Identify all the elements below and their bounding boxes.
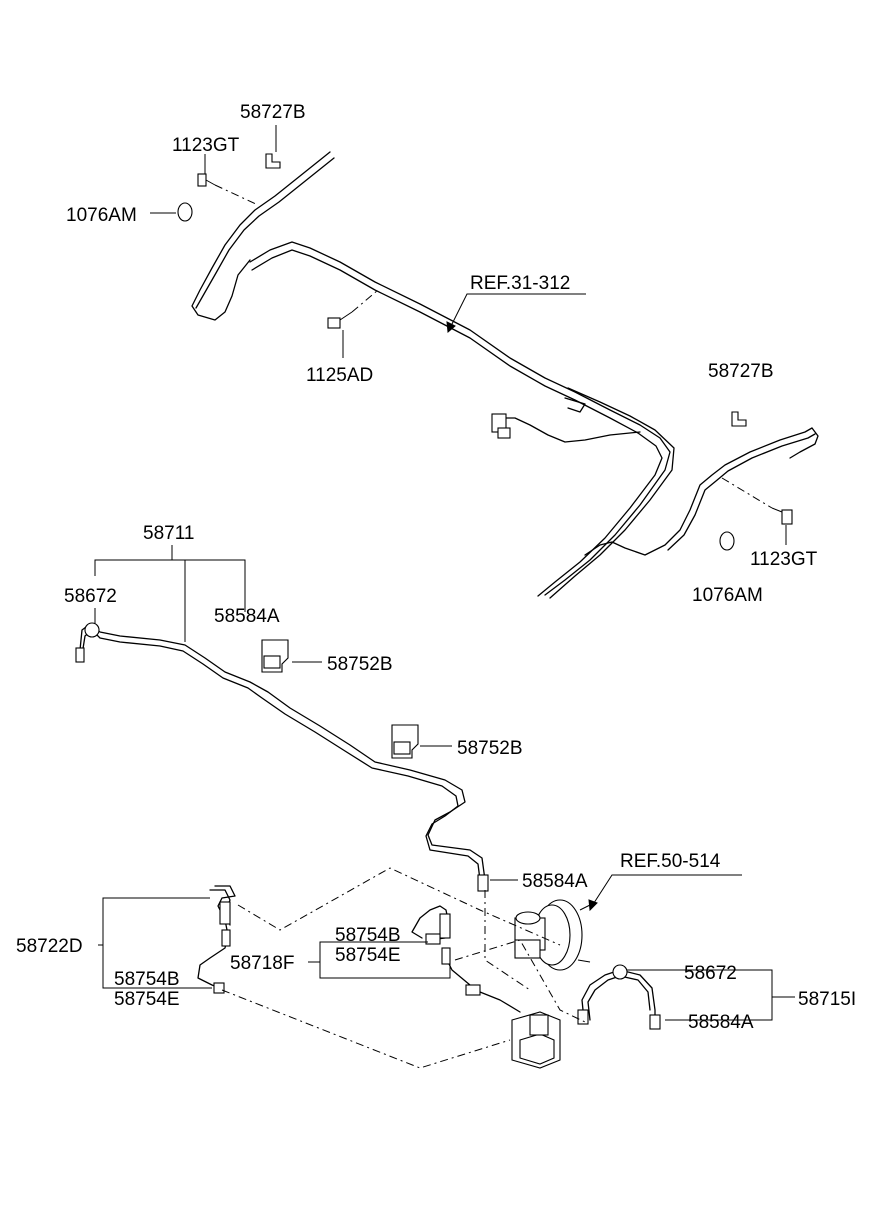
clip-58752b-1[interactable] bbox=[261, 639, 289, 673]
dash-leader-right bbox=[721, 477, 773, 509]
label-58718f[interactable]: 58718F bbox=[230, 953, 294, 974]
brake-line-58718f bbox=[411, 905, 521, 1013]
clip-58727b-top[interactable] bbox=[265, 153, 281, 169]
brake-line-58722d bbox=[197, 885, 236, 994]
brake-booster-master-cylinder bbox=[514, 899, 591, 971]
label-1125ad[interactable]: 1125AD bbox=[306, 365, 373, 386]
bolt-1123gt-top[interactable] bbox=[197, 173, 216, 187]
bracket-58722d-top bbox=[102, 897, 210, 945]
label-1123gt-top[interactable]: 1123GT bbox=[172, 135, 240, 156]
label-58754e-left[interactable]: 58754E bbox=[114, 989, 180, 1010]
label-58752b-2[interactable]: 58752B bbox=[457, 738, 523, 759]
arrow-ref50514 bbox=[588, 899, 598, 912]
label-1076am-top[interactable]: 1076AM bbox=[66, 205, 137, 226]
dash-leader-lower-3 bbox=[484, 890, 531, 991]
grommet-1076am-top[interactable] bbox=[177, 202, 193, 222]
rear-brake-line-assembly bbox=[191, 151, 819, 599]
dash-leader-lower-4 bbox=[454, 939, 586, 1023]
leader-ref31312 bbox=[449, 293, 586, 329]
dash-leader-lower-2 bbox=[221, 989, 511, 1069]
grommet-1076am-right[interactable] bbox=[719, 531, 735, 551]
bracket-58711 bbox=[94, 559, 246, 612]
arrow-ref31312 bbox=[446, 321, 456, 334]
front-brake-line-58711 bbox=[75, 622, 489, 892]
label-58672-right[interactable]: 58672 bbox=[684, 963, 737, 984]
label-58584a-right[interactable]: 58584A bbox=[688, 1012, 754, 1033]
hecu-unit bbox=[511, 1011, 561, 1069]
label-ref-31-312[interactable]: REF.31-312 bbox=[470, 273, 570, 294]
bracket-58722d-bottom bbox=[102, 945, 212, 989]
dash-leader-top bbox=[214, 184, 259, 206]
label-58727b-top[interactable]: 58727B bbox=[240, 102, 306, 123]
dash-leader-lower-1 bbox=[237, 867, 561, 946]
label-1123gt-right[interactable]: 1123GT bbox=[750, 549, 818, 570]
label-58754b-mid[interactable]: 58754B bbox=[335, 925, 401, 946]
brake-line-58715i bbox=[577, 964, 661, 1030]
bracket-58718f-top bbox=[319, 941, 428, 962]
bolt-1123gt-right[interactable] bbox=[771, 507, 793, 525]
label-1076am-right[interactable]: 1076AM bbox=[692, 585, 763, 606]
label-58754e-mid[interactable]: 58754E bbox=[335, 945, 401, 966]
label-58711[interactable]: 58711 bbox=[143, 523, 194, 544]
left-fitting bbox=[491, 413, 511, 439]
leader-ref50514 bbox=[591, 874, 742, 907]
label-58584a-mid[interactable]: 58584A bbox=[522, 871, 588, 892]
clip-58727b-right[interactable] bbox=[731, 411, 747, 427]
label-58754b-left[interactable]: 58754B bbox=[114, 969, 180, 990]
dash-leader-1125ad bbox=[351, 289, 379, 313]
label-58752b-1[interactable]: 58752B bbox=[327, 654, 393, 675]
label-ref-50-514[interactable]: REF.50-514 bbox=[620, 851, 721, 872]
bracket-58715i bbox=[627, 969, 773, 1021]
label-58584a-top[interactable]: 58584A bbox=[214, 606, 280, 627]
label-58672-left[interactable]: 58672 bbox=[64, 586, 117, 607]
label-58722d[interactable]: 58722D bbox=[16, 936, 83, 957]
label-58715i[interactable]: 58715I bbox=[798, 989, 856, 1010]
bracket-58718f-bottom bbox=[319, 960, 451, 979]
label-58727b-right[interactable]: 58727B bbox=[708, 361, 774, 382]
bolt-1125ad[interactable] bbox=[327, 311, 353, 329]
clip-58752b-2[interactable] bbox=[391, 724, 419, 759]
